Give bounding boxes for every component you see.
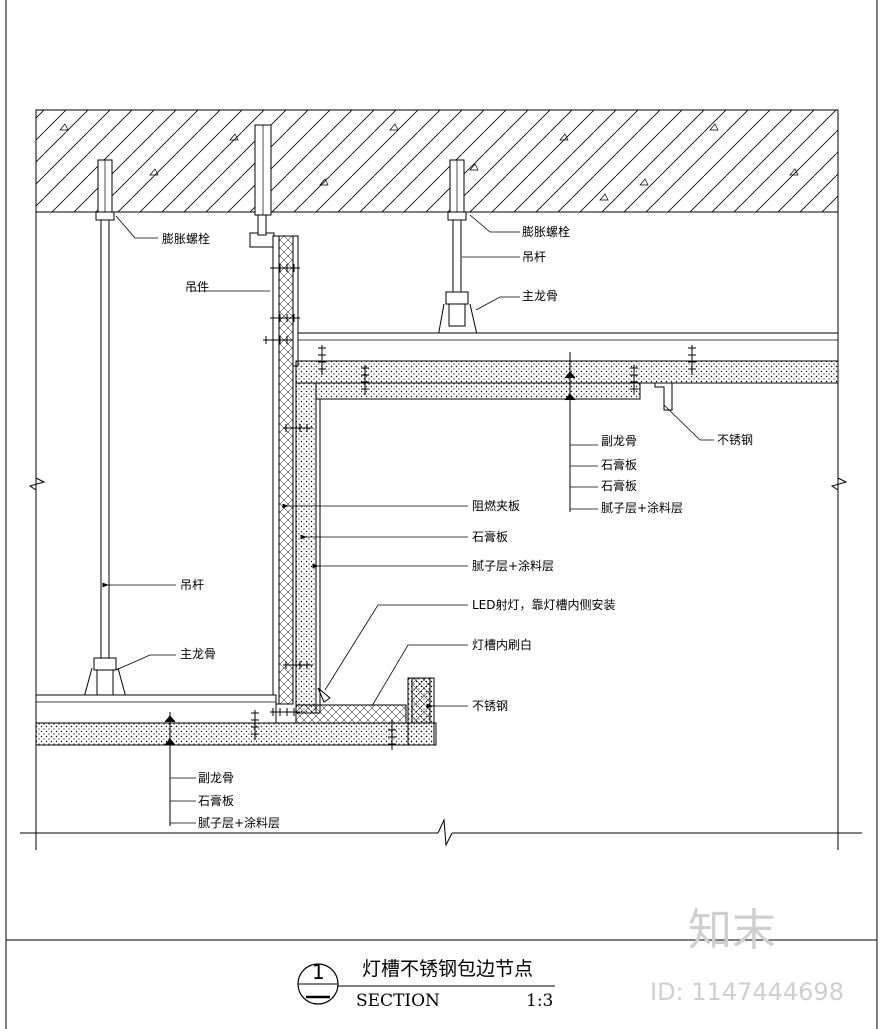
left-hanger-rod	[81, 159, 129, 706]
label-sub-keel-left: 副龙骨	[198, 771, 234, 785]
dimension-ticks	[164, 352, 576, 826]
detail-title: 灯槽不锈钢包边节点	[362, 958, 533, 980]
watermark-id: ID: 1147444698	[650, 978, 844, 1006]
label-fire-board: 阻燃夹板	[472, 498, 520, 513]
label-gypsum-right-2: 石膏板	[601, 478, 637, 493]
screws	[251, 264, 696, 750]
label-stainless-top: 不锈钢	[717, 433, 753, 447]
concrete-slab	[35, 109, 839, 213]
center-hanger	[249, 124, 299, 705]
label-led-light: LED射灯，靠灯槽内侧安装	[472, 597, 616, 612]
label-expansion-bolt-left: 膨胀螺栓	[162, 231, 210, 246]
scale-label: 1:3	[526, 991, 553, 1011]
detail-number: 1	[312, 960, 325, 984]
label-putty-left: 腻子层+涂料层	[198, 815, 280, 830]
watermark: 知末 ID: 1147444698	[650, 905, 844, 1006]
upper-ceiling	[295, 332, 839, 411]
watermark-logo: 知末	[688, 905, 776, 956]
label-putty-mid: 腻子层+涂料层	[472, 558, 554, 573]
label-main-keel-right: 主龙骨	[522, 289, 558, 303]
right-hanger-rod	[435, 159, 481, 349]
label-hanger-rod-right: 吊杆	[522, 250, 546, 264]
label-main-keel-left: 主龙骨	[180, 647, 216, 661]
label-putty-right: 腻子层+涂料层	[601, 500, 683, 515]
label-expansion-bolt-right: 膨胀螺栓	[522, 224, 570, 239]
label-sub-keel-right: 副龙骨	[601, 434, 637, 448]
label-gypsum-right-1: 石膏板	[601, 457, 637, 472]
label-gypsum-mid: 石膏板	[472, 529, 508, 544]
label-hanger-part: 吊件	[185, 280, 209, 294]
led-fixture	[317, 687, 331, 703]
label-hanger-rod-left: 吊杆	[180, 578, 204, 592]
title-block: 1 灯槽不锈钢包边节点 SECTION 1:3	[297, 958, 555, 1011]
leader-lines	[102, 214, 714, 824]
section-label: SECTION	[356, 991, 440, 1011]
label-gypsum-left: 石膏板	[198, 793, 234, 808]
label-stainless-bottom: 不锈钢	[472, 699, 508, 713]
label-slot-white: 灯槽内刷白	[472, 637, 532, 652]
annotations: 膨胀螺栓 吊件 膨胀螺栓 吊杆 主龙骨 不锈钢 副龙骨 石膏板 石膏板 腻子层+…	[162, 224, 753, 830]
lower-ceiling	[35, 677, 437, 746]
